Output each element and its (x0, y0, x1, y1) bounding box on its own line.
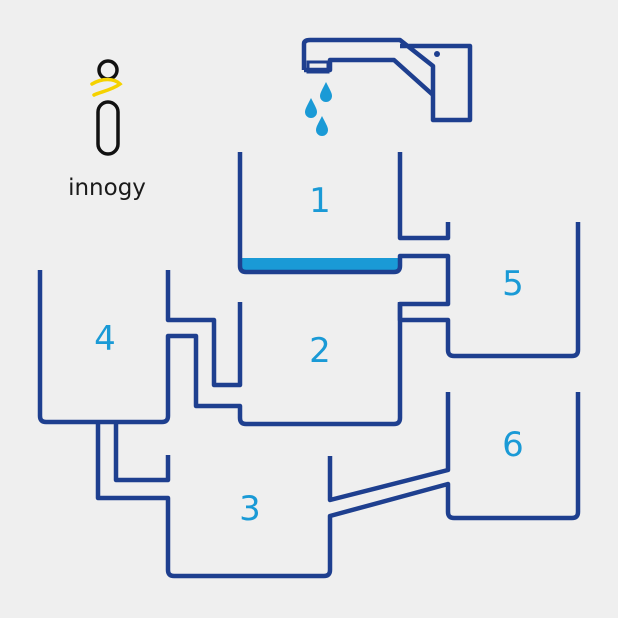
water-drop-icon (305, 82, 332, 136)
container-5-label: 5 (502, 264, 524, 304)
container-6-label: 6 (502, 425, 524, 465)
container-2-label: 2 (309, 331, 331, 371)
faucet-icon (301, 37, 473, 123)
container-2-body (37, 270, 403, 427)
container-1 (237, 152, 581, 359)
container-1-label: 1 (309, 181, 331, 221)
container-2 (165, 270, 243, 388)
container-1-side-outlet (397, 152, 451, 241)
container-3-body (95, 392, 581, 579)
container-1-water (240, 258, 400, 272)
container-3 (113, 422, 171, 483)
container-4-label: 4 (94, 319, 116, 359)
container-6-inlet (327, 392, 451, 503)
innogy-logo-icon (90, 59, 123, 156)
brand-name: innogy (68, 175, 146, 201)
container-3-label: 3 (239, 489, 261, 529)
